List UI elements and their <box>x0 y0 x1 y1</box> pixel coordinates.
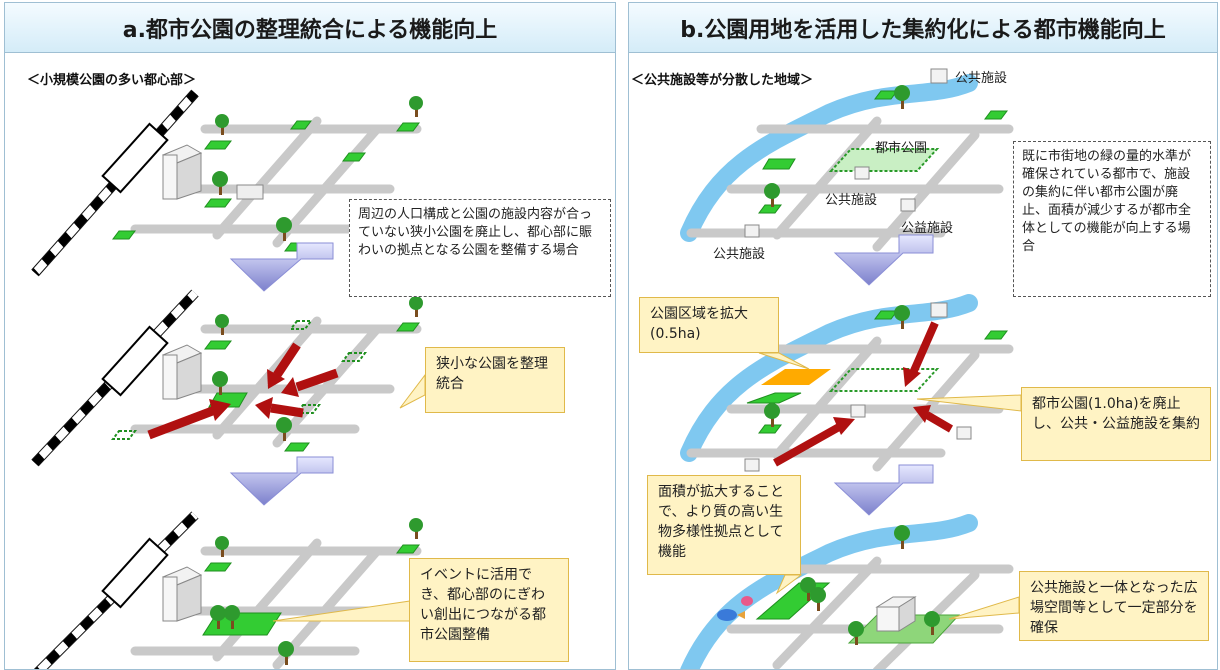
abolished-park <box>828 368 940 392</box>
building-1 <box>161 144 203 200</box>
label-public-facility-3: 公共施設 <box>713 247 766 262</box>
panel-a-subheading: ＜小規模公園の多い都心部＞ <box>27 73 197 88</box>
roads-1 <box>130 116 422 248</box>
panel-b-subheading: ＜公共施設等が分散した地域＞ <box>631 73 814 88</box>
building-3 <box>161 566 203 622</box>
bird-icons <box>717 596 753 621</box>
b-flow-arrow-2 <box>833 464 934 516</box>
callout-abolish: 都市公園(1.0ha)を廃止し、公共・公益施設を集約 <box>1021 387 1211 461</box>
scene-3 <box>33 511 423 669</box>
tree-icons-2 <box>212 296 423 441</box>
train-1 <box>101 122 169 194</box>
expanded-area <box>761 369 831 385</box>
label-public-facility-1: 公共施設 <box>955 71 1008 86</box>
panel-b-title: b.公園用地を活用した集約化による都市機能向上 <box>629 3 1217 53</box>
scene-2 <box>31 289 426 467</box>
panel-b: b.公園用地を活用した集約化による都市機能向上 ＜公共施設等が分散した地域＞ <box>628 2 1218 670</box>
panel-b-note: 既に市街地の緑の量的水準が確保されている都市で、施設の集約に伴い都市公園が廃止、… <box>1013 141 1211 297</box>
label-public-interest-facility: 公益施設 <box>901 221 954 236</box>
b-tree-icons-3 <box>800 525 940 645</box>
callout-expand: 公園区域を拡大(0.5ha) <box>639 297 779 353</box>
train-3 <box>101 537 169 609</box>
b-building-3 <box>875 596 917 632</box>
river-3 <box>680 514 978 669</box>
panel-a: a.都市公園の整理統合による機能向上 ＜小規模公園の多い都心部＞ <box>4 2 616 670</box>
building-2 <box>161 344 203 400</box>
callout-biodiversity: 面積が拡大することで、より質の高い生物多様性拠点として機能 <box>647 475 801 575</box>
b-consolidation-arrows <box>773 321 954 467</box>
tree-icons-3 <box>210 518 423 665</box>
label-public-facility-2: 公共施設 <box>825 193 878 208</box>
consolidation-arrows <box>147 342 339 440</box>
river-1 <box>680 74 978 242</box>
b-parks-1 <box>758 90 1008 214</box>
b-roads-1 <box>686 116 1014 252</box>
b-tree-icons-2 <box>764 305 910 427</box>
tree-icons-1 <box>212 96 423 241</box>
panel-a-title: a.都市公園の整理統合による機能向上 <box>5 3 615 53</box>
scene-1 <box>31 89 423 277</box>
flow-arrow-2 <box>229 456 334 506</box>
callout-pointer-biodiversity <box>775 574 803 595</box>
callout-plaza: 公共施設と一体となった広場空間等として一定部分を確保 <box>1019 571 1209 641</box>
callout-pointer-plaza <box>948 596 1020 620</box>
panel-a-note: 周辺の人口構成と公園の施設内容が合っていない狭小公園を廃止し、都心部に賑わいの拠… <box>349 199 611 297</box>
city-park-1 <box>828 148 940 172</box>
callout-event: イベントに活用でき、都心部のにぎわい創出につながる都市公園整備 <box>409 558 569 662</box>
expanded-park <box>746 392 802 404</box>
b-scene-3 <box>680 514 1020 669</box>
b-facility-icons-1 <box>744 68 948 238</box>
callout-pointer-consolidate <box>399 373 426 409</box>
train-2 <box>101 325 169 397</box>
small-building-1 <box>236 184 264 200</box>
callout-consolidate: 狭小な公園を整理統合 <box>425 347 565 413</box>
b-flow-arrow-1 <box>833 234 934 286</box>
river-2 <box>680 294 978 462</box>
panel-b-illustration <box>680 68 1022 669</box>
b-scene-1 <box>680 68 1014 252</box>
b-scene-2 <box>680 294 1022 472</box>
callout-pointer-expand <box>758 352 810 370</box>
flow-arrow-1 <box>229 242 334 292</box>
b-tree-icons-1 <box>764 85 910 207</box>
b-facility-icons-2 <box>744 302 972 472</box>
panel-a-illustration <box>31 89 426 669</box>
label-city-park: 都市公園 <box>875 141 928 156</box>
b-parks-2 <box>758 310 1008 434</box>
